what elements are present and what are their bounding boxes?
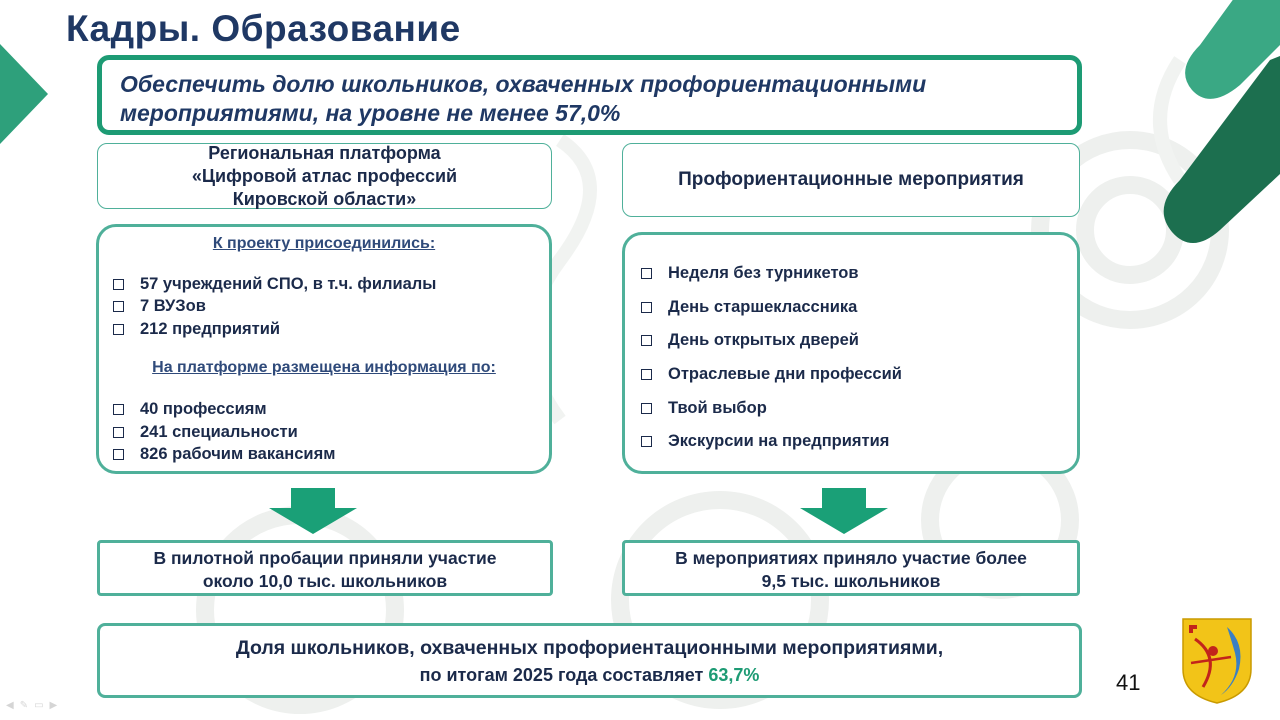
goal-box: Обеспечить долю школьников, охваченных п… [97, 55, 1082, 135]
prev-icon[interactable]: ◀ [6, 700, 14, 711]
goal-text: Обеспечить долю школьников, охваченных п… [120, 71, 927, 126]
next-icon[interactable]: ▶ [49, 700, 58, 711]
final-line2: по итогам 2025 года составляет 63,7% [419, 665, 760, 685]
slide-nav-controls[interactable]: ◀ ✎ ▭ ▶ [6, 700, 57, 711]
checkbox-icon [641, 436, 652, 448]
events-result-box: В мероприятиях приняло участие более 9,5… [622, 540, 1080, 596]
checkbox-icon [113, 301, 124, 313]
events-result-line1: В мероприятиях приняло участие более [675, 548, 1027, 568]
final-line1: Доля школьников, охваченных профориентац… [235, 637, 944, 659]
joined-list: 57 учреждений СПО, в т.ч. филиалы 7 ВУЗо… [113, 273, 535, 341]
checkbox-icon [113, 449, 124, 461]
coat-of-arms-icon [1182, 618, 1252, 704]
list-item: День старшеклассника [641, 291, 1061, 325]
list-item: 212 предприятий [113, 318, 535, 341]
platform-header-line2: «Цифровой атлас профессий [191, 165, 458, 186]
list-item: Отраслевые дни профессий [641, 358, 1061, 392]
list-item: 241 специальности [113, 421, 535, 444]
left-triangle-decoration [0, 44, 48, 144]
events-panel: Неделя без турникетов День старшеклассни… [622, 232, 1080, 474]
pilot-result-line2: около 10,0 тыс. школьников [202, 571, 448, 591]
info-heading: На платформе размещена информация по: [152, 358, 496, 376]
list-item: 826 рабочим вакансиям [113, 444, 535, 467]
checkbox-icon [113, 404, 124, 416]
checkbox-icon [641, 335, 652, 347]
pen-icon[interactable]: ✎ [19, 700, 29, 711]
final-result-box: Доля школьников, охваченных профориентац… [97, 623, 1082, 698]
platform-header: Региональная платформа «Цифровой атлас п… [97, 143, 552, 209]
down-arrow-icon [800, 488, 888, 534]
checkbox-icon [641, 402, 652, 414]
events-header: Профориентационные мероприятия [622, 143, 1080, 217]
down-arrow-icon [269, 488, 357, 534]
checkbox-icon [113, 323, 124, 335]
platform-header-line1: Региональная платформа [208, 142, 441, 163]
events-header-text: Профориентационные мероприятия [678, 169, 1024, 190]
checkbox-icon [113, 426, 124, 438]
list-item: Экскурсии на предприятия [641, 425, 1061, 459]
events-result-line2: 9,5 тыс. школьников [761, 571, 941, 591]
checkbox-icon [113, 278, 124, 290]
page-title: Кадры. Образование [66, 8, 461, 49]
platform-header-line3: Кировской области» [232, 188, 417, 209]
joined-heading: К проекту присоединились: [212, 235, 436, 252]
events-list: Неделя без турникетов День старшеклассни… [641, 257, 1061, 459]
list-item: 40 профессиям [113, 399, 535, 422]
checkbox-icon [641, 369, 652, 381]
page-number: 41 [1116, 670, 1141, 695]
checkbox-icon [641, 268, 652, 280]
pilot-result-box: В пилотной пробации приняли участие окол… [97, 540, 553, 596]
list-item: Неделя без турникетов [641, 257, 1061, 291]
corner-decoration [1163, 0, 1280, 243]
platform-panel: К проекту присоединились: 57 учреждений … [96, 224, 552, 474]
checkbox-icon [641, 301, 652, 313]
list-item: День открытых дверей [641, 324, 1061, 358]
list-item: 57 учреждений СПО, в т.ч. филиалы [113, 273, 535, 296]
list-item: Твой выбор [641, 391, 1061, 425]
info-list: 40 профессиям 241 специальности 826 рабо… [113, 399, 535, 467]
list-item: 7 ВУЗов [113, 296, 535, 319]
menu-icon[interactable]: ▭ [34, 700, 44, 711]
pilot-result-line1: В пилотной пробации приняли участие [153, 548, 497, 568]
final-value: 63,7% [708, 665, 760, 685]
